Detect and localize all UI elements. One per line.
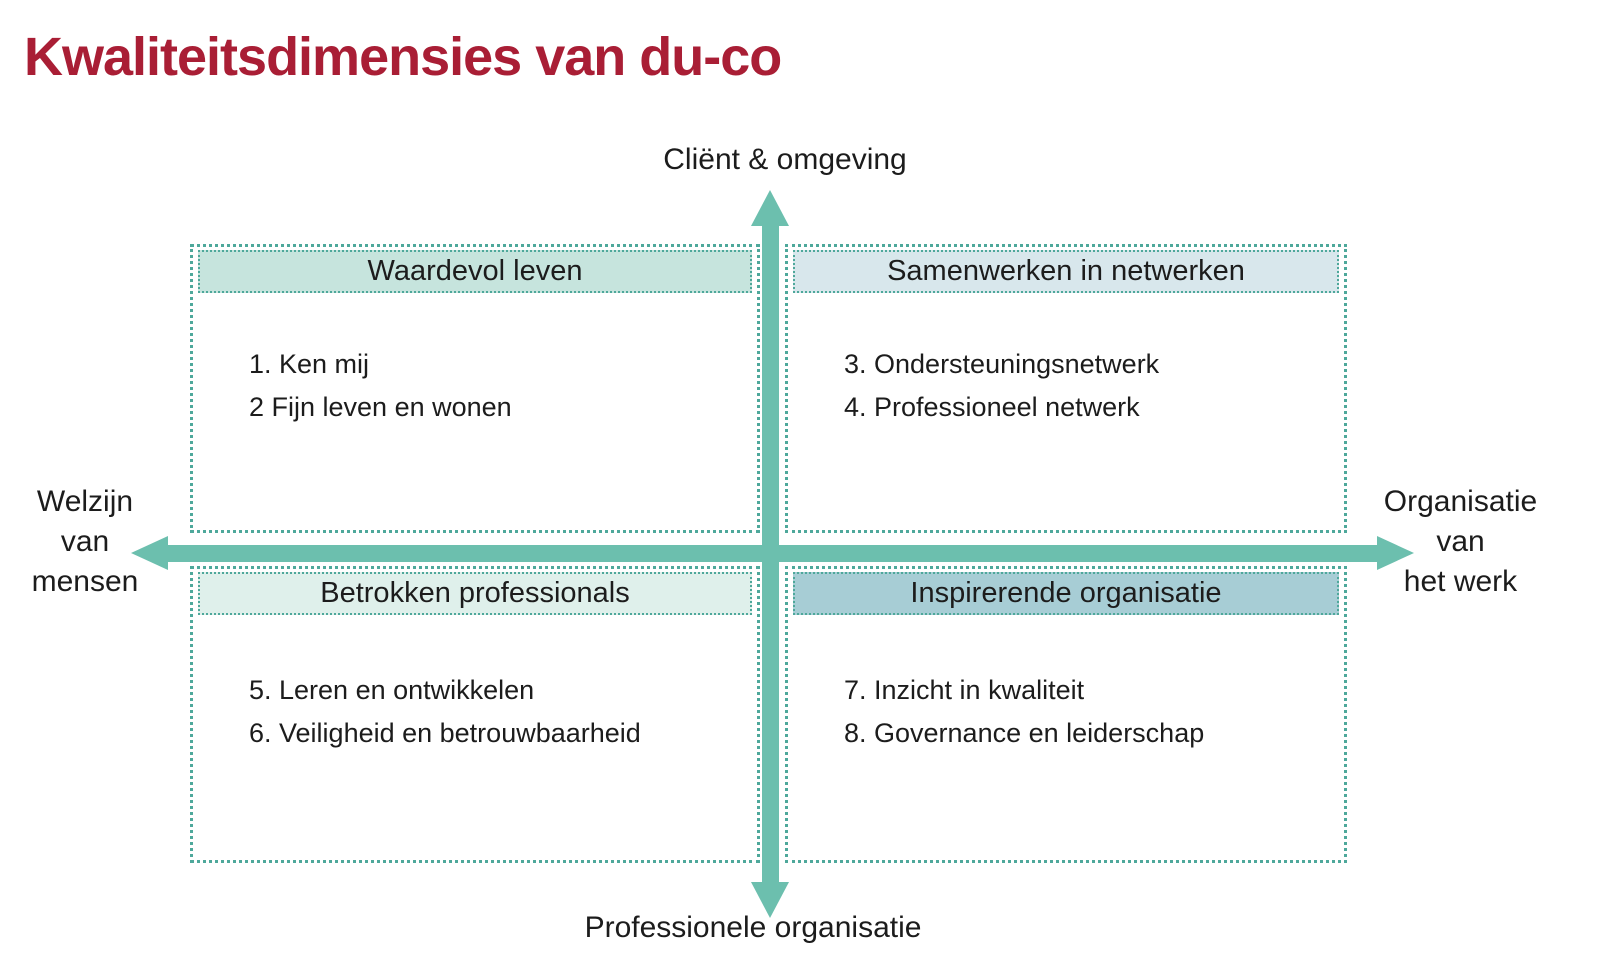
axis-label-left-line1: Welzijn <box>36 485 134 518</box>
arrowhead-right-icon <box>1377 536 1414 570</box>
arrowhead-up-icon <box>751 190 789 226</box>
quadrant-items: 7. Inzicht in kwaliteit 8. Governance en… <box>844 669 1204 755</box>
quadrant-header: Waardevol leven <box>198 250 752 293</box>
axis-label-right: Organisatie van het werk <box>1368 482 1553 602</box>
axis-label-top: Cliënt & omgeving <box>663 143 907 176</box>
arrowhead-down-icon <box>751 882 789 918</box>
axis-label-right-line3: het werk <box>1403 565 1518 598</box>
axis-label-left: Welzijn van mensen <box>5 482 165 602</box>
quadrant-header: Betrokken professionals <box>198 572 752 615</box>
list-item: 7. Inzicht in kwaliteit <box>844 675 1085 705</box>
list-item: 1. Ken mij <box>249 349 370 379</box>
axis-label-right-line1: Organisatie <box>1383 485 1538 518</box>
list-item: 5. Leren en ontwikkelen <box>249 675 535 705</box>
arrowhead-left-icon <box>131 536 168 570</box>
quadrant-items: 1. Ken mij 2 Fijn leven en wonen <box>249 343 512 429</box>
quadrant-header: Inspirerende organisatie <box>793 572 1339 615</box>
page-title: Kwaliteitsdimensies van du-co <box>24 27 782 87</box>
quadrant-betrokken-professionals: Betrokken professionals 5. Leren en ontw… <box>190 566 760 863</box>
quadrant-items: 3. Ondersteuningsnetwerk 4. Professionee… <box>844 343 1159 429</box>
quadrant-samenwerken-in-netwerken: Samenwerken in netwerken 3. Ondersteunin… <box>785 244 1347 533</box>
list-item: 2 Fijn leven en wonen <box>249 392 512 422</box>
list-item: 3. Ondersteuningsnetwerk <box>844 349 1160 379</box>
list-item: 8. Governance en leiderschap <box>844 718 1205 748</box>
quadrant-waardevol-leven: Waardevol leven 1. Ken mij 2 Fijn leven … <box>190 244 760 533</box>
quadrant-items: 5. Leren en ontwikkelen 6. Veiligheid en… <box>249 669 641 755</box>
quadrant-inspirerende-organisatie: Inspirerende organisatie 7. Inzicht in k… <box>785 566 1347 863</box>
quadrant-header: Samenwerken in netwerken <box>793 250 1339 293</box>
vertical-axis-arrow <box>762 222 779 884</box>
axis-label-left-line3: mensen <box>31 565 139 598</box>
axis-label-right-line2: van <box>1436 525 1485 558</box>
axis-label-left-line2: van <box>60 525 110 558</box>
list-item: 4. Professioneel netwerk <box>844 392 1140 422</box>
list-item: 6. Veiligheid en betrouwbaarheid <box>249 718 641 748</box>
